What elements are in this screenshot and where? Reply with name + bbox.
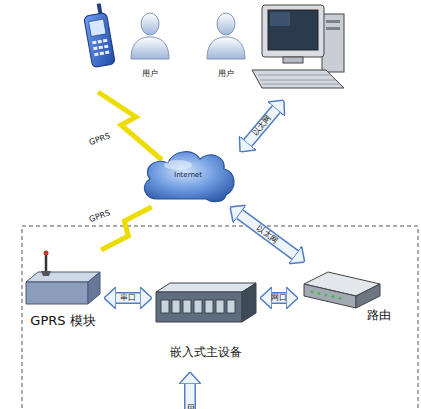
double-arrow [248, 109, 276, 143]
edge-label: 以太网 [255, 224, 280, 245]
edge-label: GPRS [89, 209, 112, 225]
connector-group [101, 207, 151, 250]
shape-part [105, 51, 109, 55]
edge-label: 网口 [271, 294, 287, 303]
shape-part [262, 5, 324, 57]
internet-cloud: Internet [138, 145, 238, 207]
shape-part [131, 37, 169, 59]
shape-part [94, 53, 98, 57]
input-arrow [184, 384, 196, 409]
shape-part [262, 84, 340, 85]
arrow-fill [248, 109, 276, 143]
shape-part [93, 47, 97, 51]
shape-part [268, 10, 318, 50]
node-label: 用户 [120, 69, 180, 78]
shape-part [26, 272, 100, 282]
shape-part [194, 300, 202, 313]
shape-part [325, 294, 328, 297]
shape-part [92, 41, 96, 45]
shape-part [252, 70, 344, 88]
shape-part [322, 14, 344, 72]
shape-part [84, 12, 116, 67]
shape-part [326, 20, 340, 23]
shape-part [103, 39, 107, 43]
double-arrow [272, 292, 286, 304]
arrow-fill [240, 214, 295, 255]
user-icon [204, 12, 248, 60]
connector-group [272, 298, 286, 299]
shape-part [183, 300, 191, 313]
shape-part [44, 251, 49, 256]
shape-part [141, 13, 159, 35]
shape-part [41, 271, 51, 276]
shape-part [156, 292, 242, 322]
device-icon [152, 280, 260, 324]
shape-part [99, 46, 103, 50]
user-icon [128, 12, 172, 60]
gprs-module: GPRS 模块 [22, 250, 104, 334]
shape-part [258, 75, 331, 76]
shape-part [88, 272, 100, 304]
node-label: 路由 [358, 309, 400, 323]
double-arrow [240, 214, 295, 255]
arrow-fill [272, 294, 286, 303]
shape-part [242, 283, 256, 322]
shape-part [318, 292, 321, 295]
shape-part [104, 45, 108, 49]
shape-part [98, 40, 102, 44]
wireless-bolt [101, 207, 151, 250]
shape-part [311, 290, 314, 293]
shape-part [260, 80, 336, 81]
shape-part [304, 284, 356, 308]
node-label: GPRS 模块 [16, 314, 110, 329]
user-node: 用户 [128, 12, 172, 82]
shape-part [45, 253, 48, 272]
double-arrow [116, 292, 140, 304]
arrow-fill [116, 294, 140, 303]
shape-part [217, 13, 235, 35]
shape-part [216, 300, 224, 313]
shape-part [283, 57, 303, 63]
gprs-icon [22, 250, 104, 308]
shape-part [326, 27, 340, 30]
shape-part [161, 300, 169, 313]
phone-icon [82, 3, 115, 68]
embedded-device: 嵌入式主设备 [152, 276, 260, 362]
router-icon [302, 266, 382, 310]
link-label: GPRS [88, 132, 111, 148]
shape-part [172, 300, 180, 313]
node-label: 用户 [196, 69, 256, 78]
shape-part [207, 37, 245, 59]
node-label: 嵌入式主设备 [146, 346, 266, 360]
shape-part [100, 52, 104, 56]
shape-part [156, 283, 256, 292]
shape-part [356, 284, 380, 308]
user-node: 用户 [204, 12, 248, 82]
shape-part [339, 297, 342, 300]
wireless-bolt [98, 92, 162, 160]
connector-group [116, 298, 140, 299]
shape-part [164, 160, 192, 170]
shape-part [26, 282, 88, 304]
link-label: 以太网 [251, 114, 273, 138]
shape-part [270, 12, 290, 26]
shape-part [89, 19, 106, 36]
node-label: Internet [138, 171, 238, 179]
arrow-fill [186, 384, 195, 409]
shape-part [227, 300, 235, 313]
computer-icon [252, 5, 344, 88]
router: 路由 [298, 262, 400, 324]
connector-group [240, 214, 295, 255]
shape-part [332, 295, 335, 298]
edge-label: 串口 [120, 294, 136, 303]
shape-part [205, 300, 213, 313]
